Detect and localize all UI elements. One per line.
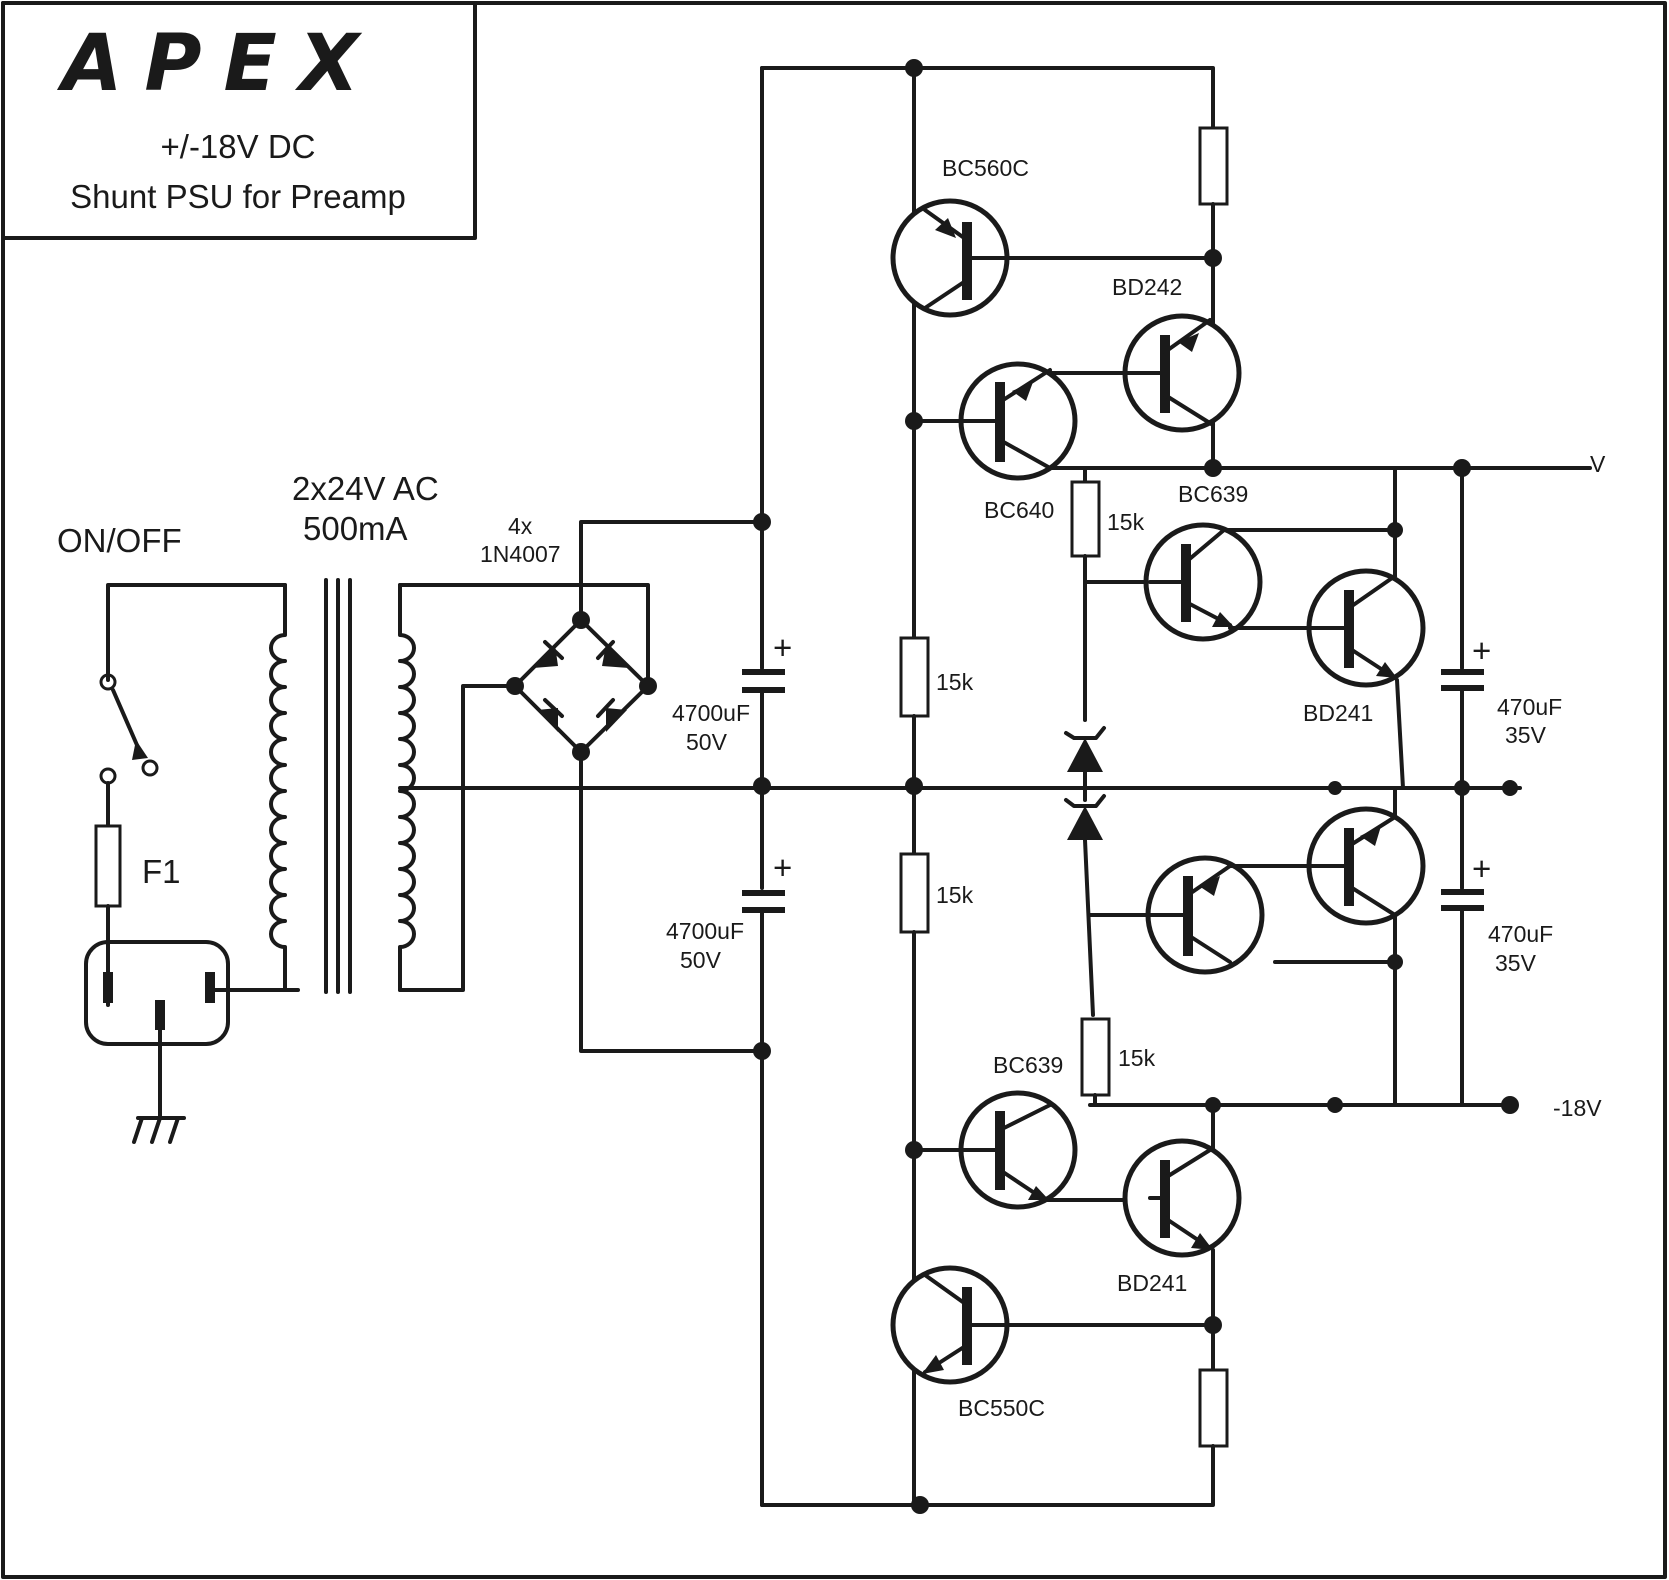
- transistor-bc550c: [890, 1265, 1215, 1385]
- label-on-off: ON/OFF: [57, 522, 182, 559]
- transistor-bc639-lower: [912, 1090, 1152, 1210]
- resistor-15k-lower: [899, 852, 930, 934]
- title-line2: Shunt PSU for Preamp: [70, 178, 406, 215]
- plus-cap-main-top: +: [773, 629, 792, 666]
- top-rail: [760, 66, 1215, 130]
- plus-cap-out-bottom: +: [1472, 850, 1491, 887]
- zener-diodes: [1064, 726, 1106, 1017]
- label-bridge-part: 1N4007: [480, 541, 561, 567]
- label-bd241-top: BD241: [1303, 700, 1373, 726]
- transistor-bd241-lower: [1122, 1138, 1242, 1258]
- switch-contact-bottom: [99, 767, 117, 785]
- resistor-top-right: [1198, 126, 1229, 206]
- transistor-bd241-upper: [1306, 568, 1426, 688]
- switch-contact-top: [99, 673, 117, 691]
- switch-lever: [111, 688, 142, 754]
- plus-cap-out-top: +: [1472, 632, 1491, 669]
- label-fuse: F1: [142, 853, 181, 890]
- label-bc550c: BC550C: [958, 1395, 1045, 1421]
- label-bc639-bottom: BC639: [993, 1052, 1063, 1078]
- mains-input: [84, 583, 300, 1144]
- label-cap-out-bottom-voltage: 35V: [1495, 950, 1537, 976]
- transistor-lower-large: [1306, 806, 1426, 926]
- label-bridge-count: 4x: [508, 513, 533, 539]
- resistor-15k-bias-upper: [1070, 480, 1101, 558]
- label-bc560c: BC560C: [942, 155, 1029, 181]
- label-r-15k-2: 15k: [936, 882, 974, 908]
- fuse-f1: [94, 824, 122, 908]
- label-cap-out-top-value: 470uF: [1497, 694, 1562, 720]
- transistor-bd242: [1048, 313, 1242, 433]
- primary-winding: [269, 583, 287, 992]
- transistor-bc560c: [890, 198, 1215, 318]
- label-r-15k-3: 15k: [1107, 509, 1145, 535]
- bridge-rectifier: [506, 520, 764, 1053]
- label-out-negative: -18V: [1553, 1095, 1602, 1121]
- label-cap-out-bottom-value: 470uF: [1488, 921, 1553, 947]
- transistor-lower-small: [1088, 855, 1397, 975]
- label-cap-main-bottom-voltage: 50V: [680, 947, 722, 973]
- resistor-15k-upper: [899, 636, 930, 718]
- secondary-winding: [398, 583, 416, 992]
- label-r-15k-4: 15k: [1118, 1045, 1156, 1071]
- label-bd242: BD242: [1112, 274, 1182, 300]
- resistor-15k-bias-lower: [1080, 1017, 1111, 1097]
- label-cap-out-top-voltage: 35V: [1505, 722, 1547, 748]
- label-bd241-bottom: BD241: [1117, 1270, 1187, 1296]
- apex-logo: APEX: [56, 19, 381, 109]
- iec-inlet: [84, 940, 230, 1046]
- label-transformer-voltage: 2x24V AC: [292, 470, 439, 507]
- label-r-15k-1: 15k: [936, 669, 974, 695]
- label-out-positive: V: [1590, 451, 1606, 477]
- label-cap-main-bottom-value: 4700uF: [666, 918, 744, 944]
- label-bc640: BC640: [984, 497, 1054, 523]
- resistor-bottom-right: [1198, 1368, 1229, 1448]
- bottom-rail: [760, 1444, 1215, 1507]
- label-bc639-top: BC639: [1178, 481, 1248, 507]
- title-line1: +/-18V DC: [161, 128, 316, 165]
- label-cap-main-top-value: 4700uF: [672, 700, 750, 726]
- switch-contact-pivot: [141, 759, 159, 777]
- title-block: APEX +/-18V DC Shunt PSU for Preamp: [1, 1, 477, 240]
- transformer: [269, 578, 650, 994]
- output-capacitors: [1441, 466, 1484, 1107]
- plus-cap-main-bottom: +: [773, 849, 792, 886]
- label-transformer-current: 500mA: [303, 510, 408, 547]
- label-cap-main-top-voltage: 50V: [686, 729, 728, 755]
- transistor-bc640: [912, 361, 1078, 481]
- transistor-bc639-upper: [1143, 522, 1397, 642]
